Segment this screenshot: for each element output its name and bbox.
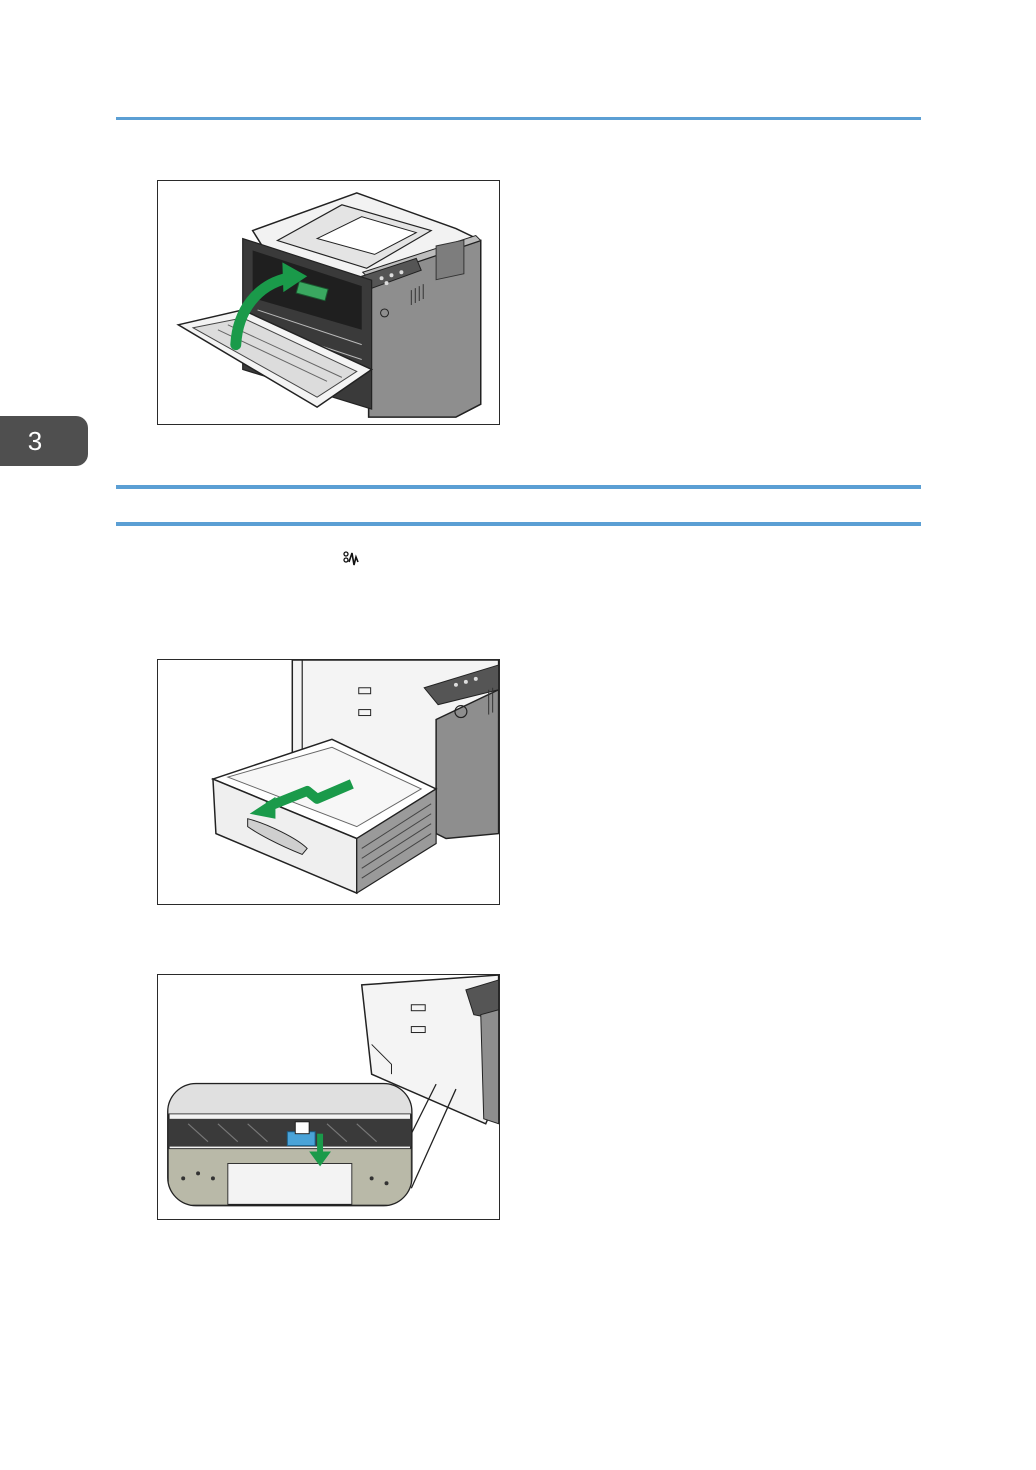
printer-front-cover-closing-illustration xyxy=(157,180,500,425)
paper-feed-lever-release-illustration xyxy=(157,974,500,1220)
section-rule-top xyxy=(116,485,921,489)
paper-tray-pull-out-illustration xyxy=(157,659,500,905)
printer-cover-svg xyxy=(158,181,499,424)
header-rule xyxy=(116,117,921,120)
chapter-number: 3 xyxy=(28,426,42,456)
lever-release-svg xyxy=(158,975,499,1219)
paper-tray-svg xyxy=(158,660,499,904)
paper-jam-icon xyxy=(342,550,360,568)
section-rule-bottom xyxy=(116,522,921,526)
chapter-tab: 3 xyxy=(0,416,88,466)
